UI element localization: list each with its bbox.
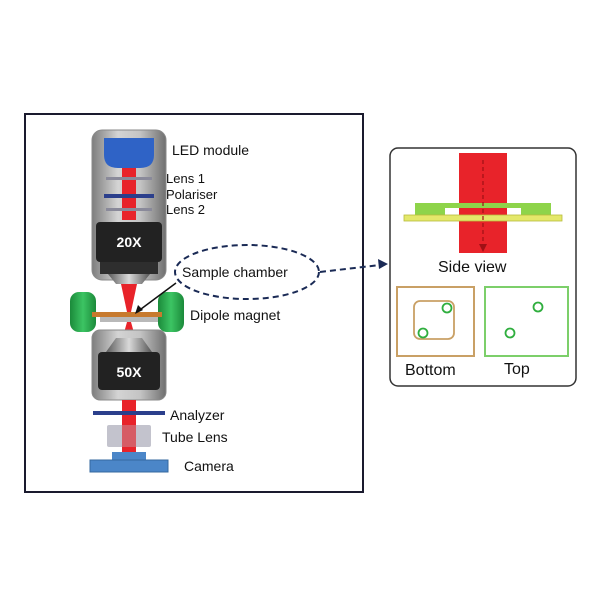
- label-side-view: Side view: [438, 259, 507, 276]
- side-view-chamber-right: [521, 203, 551, 218]
- label-analyzer: Analyzer: [170, 407, 225, 423]
- bottom-view-frame: [396, 286, 475, 357]
- bottom-view-particle-1: [441, 302, 453, 314]
- led-module-dome: [104, 138, 154, 168]
- top-view-frame: [484, 286, 569, 357]
- callout-connector-line: [319, 264, 381, 273]
- camera-base: [89, 459, 169, 473]
- label-lens2: Lens 2: [166, 202, 205, 217]
- sample-bar-holder: [100, 317, 158, 322]
- bottom-view-inner-square: [413, 300, 455, 340]
- label-bottom: Bottom: [405, 362, 456, 379]
- sample-bar: [92, 312, 162, 317]
- objective-20x-label: 20X: [117, 234, 143, 250]
- side-view-axis-arrowhead: [479, 244, 487, 252]
- label-tube-lens: Tube Lens: [162, 429, 228, 445]
- objective-20x-body: [96, 222, 162, 262]
- objective-50x-tip: [106, 338, 152, 352]
- polariser-plate: [104, 194, 154, 198]
- focus-cone-top: [121, 284, 137, 312]
- lens2-plate: [106, 208, 152, 211]
- sample-pointer-arrowhead: [135, 305, 143, 314]
- callout-connector-arrowhead: [378, 259, 388, 269]
- label-top: Top: [504, 361, 530, 378]
- label-lens1: Lens 1: [166, 171, 205, 186]
- side-view-chamber-left: [415, 203, 445, 218]
- dipole-magnet-right: [158, 292, 184, 332]
- label-camera: Camera: [184, 458, 234, 474]
- lens1-plate: [106, 177, 152, 180]
- bottom-view-particle-2: [417, 327, 429, 339]
- camera-mount: [112, 452, 146, 460]
- objective-50x-body: [98, 352, 160, 390]
- analyzer-plate: [93, 411, 165, 415]
- label-dipole-magnet: Dipole magnet: [190, 307, 280, 323]
- objective-50x-label: 50X: [117, 364, 143, 380]
- label-led-module: LED module: [172, 142, 249, 158]
- sample-chamber-callout-ellipse: [174, 244, 320, 300]
- sample-pointer-line: [136, 282, 177, 313]
- objective-20x-tip: [108, 274, 150, 284]
- label-polariser: Polariser: [166, 187, 218, 202]
- top-view-particle-2: [504, 327, 516, 339]
- tube-lens-beam-overlay: [122, 425, 136, 447]
- top-view-particle-1: [532, 301, 544, 313]
- label-sample-chamber: Sample chamber: [182, 264, 288, 280]
- dipole-magnet-left: [70, 292, 96, 332]
- objective-20x-ring: [100, 262, 158, 274]
